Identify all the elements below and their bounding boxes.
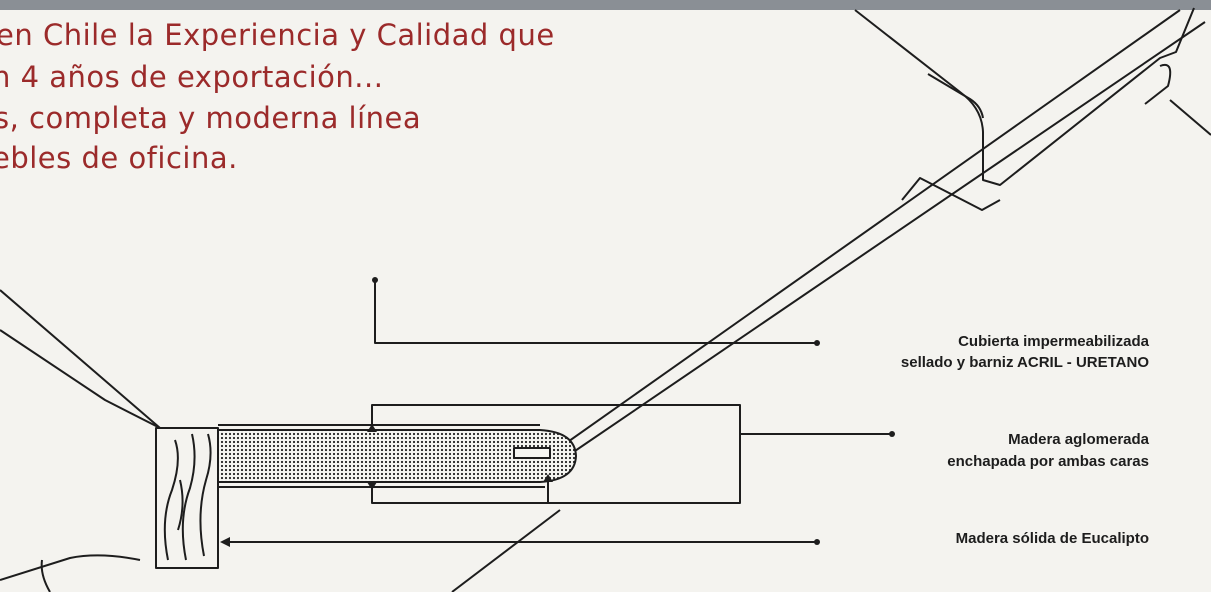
solid-wood-block [155,427,219,569]
callout-bracket-aglomerada [371,404,741,504]
dot-cubierta-start [372,277,378,283]
callout-cubierta-line-1: Cubierta impermeabilizada [958,333,1149,350]
desk-top-front-edge [927,73,984,119]
dot-aglomerada [889,431,895,437]
callout-aglomerada-line-2: enchapada por ambas caras [947,453,1149,470]
headline-line-4: ebles de oficina. [0,141,238,175]
callout-aglomerada-line-1: Madera aglomerada [1008,431,1149,448]
desk-leg-line [1169,99,1211,136]
arrow-eucalipto [220,537,230,547]
dot-eucalipto [814,539,820,545]
left-panel-bottom [0,329,161,429]
wood-grain-1 [163,439,179,561]
callout-solida-line-1: Madera sólida de Eucalipto [955,530,1149,547]
long-diagonal-lower [451,509,561,592]
headline-line-3: s, completa y moderna línea [0,101,422,135]
dot-cubierta [814,340,820,346]
arrow-tip-right [543,474,553,482]
edge-insert [513,447,551,459]
handle-inner [40,559,51,592]
handle-curve [0,554,141,581]
headline-line-1: en Chile la Experiencia y Calidad que [0,18,555,52]
left-panel-top [0,289,161,429]
desk-drawer-line [1144,64,1172,105]
desk-long-edge-1 [527,9,1181,471]
arrow-bottom-bracket [367,482,377,490]
photo-strip [0,0,1211,10]
wood-grain-2 [181,433,196,561]
desk-long-edge-2 [546,21,1206,471]
callout-line-cubierta [374,280,815,344]
wood-grain-3 [199,433,212,557]
desk-top-outline [854,7,1195,186]
wood-grain-4 [177,479,184,531]
headline-line-2: n 4 años de exportación... [0,60,384,94]
arrow-top-bracket [367,424,377,432]
callout-cubierta-line-2: sellado y barniz ACRIL - URETANO [900,354,1149,371]
